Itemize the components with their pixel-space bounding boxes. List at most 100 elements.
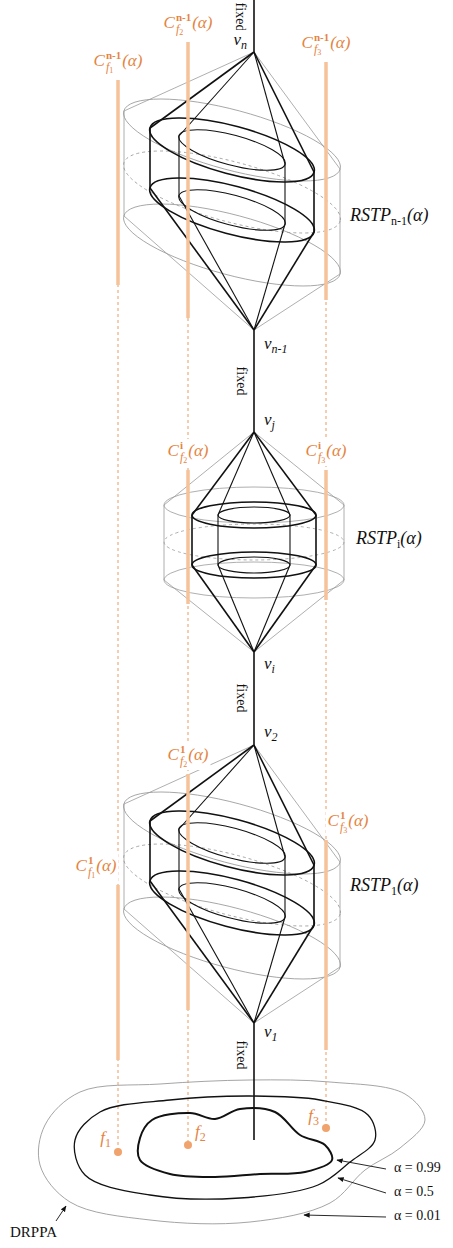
solid-ellipse: [218, 557, 290, 573]
subscript-group: f2: [180, 451, 187, 465]
index-stack: 1f2: [180, 744, 187, 769]
fixed-link: [253, 652, 255, 745]
outer-ellipse: [164, 562, 344, 598]
subscript-group: f3: [314, 43, 329, 57]
symbol-base: v: [264, 410, 272, 429]
index-stack: 1f3: [340, 810, 347, 835]
vertex-label: v1: [262, 1022, 280, 1044]
subscript: f: [180, 754, 183, 768]
subscript: n: [241, 38, 247, 52]
target-point: [114, 1148, 122, 1156]
constraint-line: [324, 840, 328, 1050]
subscript: 1: [391, 884, 397, 898]
subscript-group: f3: [318, 451, 325, 465]
subscript: i: [397, 537, 400, 551]
argument: (α): [397, 875, 418, 895]
argument: (α): [122, 51, 142, 70]
constraint-line: [116, 885, 120, 1060]
link-label: fixed: [234, 367, 249, 396]
link-label: fixed: [234, 1040, 248, 1071]
region-contour: [38, 1080, 425, 1224]
argument: (α): [192, 13, 212, 32]
subscript: f: [314, 42, 317, 56]
superscript: 1: [88, 855, 95, 866]
vertex-label: v2: [262, 722, 280, 744]
subscript-group: f2: [176, 23, 191, 37]
subscript: f: [318, 450, 321, 464]
subscript-index: 1: [91, 871, 95, 880]
target-label: f1: [98, 1128, 113, 1150]
fixed-link: [253, 330, 255, 432]
argument: (α): [330, 33, 350, 52]
symbol-base: f: [195, 1122, 200, 1141]
symbol-base: v: [264, 722, 272, 741]
rstp-label: RSTP1(α): [348, 875, 420, 898]
hidden-ellipse: [164, 524, 344, 560]
target-label: f2: [193, 1122, 208, 1144]
leader-line: [337, 1160, 386, 1169]
subscript-group: f1: [106, 61, 121, 75]
solid-side: [217, 515, 218, 565]
leader-line: [304, 1215, 386, 1217]
constraint-lines: [118, 42, 326, 1060]
leader-lines: [56, 1160, 386, 1221]
superscript: n-1: [176, 12, 191, 23]
argument: (α): [348, 811, 368, 830]
projection-line: [326, 62, 327, 1128]
index-stack: if3: [318, 440, 325, 465]
constraint-line: [324, 62, 328, 300]
constraint-line: [116, 80, 120, 285]
superscript: n-1: [314, 32, 329, 43]
argument: (α): [188, 441, 208, 460]
subscript: f: [180, 450, 183, 464]
constraint-line: [186, 470, 190, 604]
region-label: DRPPA: [8, 1224, 59, 1241]
symbol-base: v: [264, 654, 272, 673]
subscript-group: f2: [180, 755, 187, 769]
outer-side: [164, 505, 165, 580]
symbol-base: f: [308, 1106, 313, 1125]
target-point: [184, 1141, 192, 1149]
index-stack: if2: [180, 440, 187, 465]
symbol-base: C: [164, 13, 175, 32]
symbol-base: C: [302, 33, 313, 52]
index-stack: n-1f2: [176, 12, 191, 37]
subscript: 2: [272, 730, 278, 744]
constraint-label: C1f3(α): [326, 809, 371, 836]
link-label: fixed: [233, 2, 247, 33]
inner-solid-2: [218, 432, 290, 652]
constraint-line: [186, 774, 190, 1010]
rstp-label: RSTPi(α): [354, 528, 424, 551]
solid-ellipse: [192, 552, 316, 578]
constraint-label: Cif3(α): [304, 439, 349, 466]
subscript-index: 2: [183, 760, 187, 769]
link-label: fixed: [233, 3, 248, 32]
fixed-link: [253, 0, 255, 52]
subscript-index: 2: [183, 456, 187, 465]
subscript: f: [176, 22, 179, 36]
cone-line: [192, 565, 254, 652]
cone-line: [218, 565, 254, 652]
index-stack: 1f1: [88, 855, 95, 880]
solid-side: [289, 515, 290, 565]
subscript: 1: [105, 1136, 111, 1150]
outer-cone-line: [164, 580, 254, 652]
superscript: n-1: [106, 50, 121, 61]
link-label: fixed: [234, 1041, 249, 1070]
subscript: f: [340, 820, 343, 834]
superscript: 1: [180, 744, 187, 755]
constraint-line: [186, 42, 190, 318]
subscript: 2: [200, 1130, 206, 1144]
rstp-shape: [116, 745, 348, 1023]
outer-side: [344, 505, 345, 580]
constraint-label: Cif2(α): [166, 439, 211, 466]
target-point: [322, 1124, 330, 1132]
regions: [38, 1080, 425, 1224]
subscript-index: 2: [179, 28, 183, 37]
rstp-shape: [116, 52, 348, 330]
outer-cone-line: [164, 432, 254, 505]
subscript-index: 3: [321, 456, 325, 465]
symbol-base: v: [264, 1022, 272, 1041]
